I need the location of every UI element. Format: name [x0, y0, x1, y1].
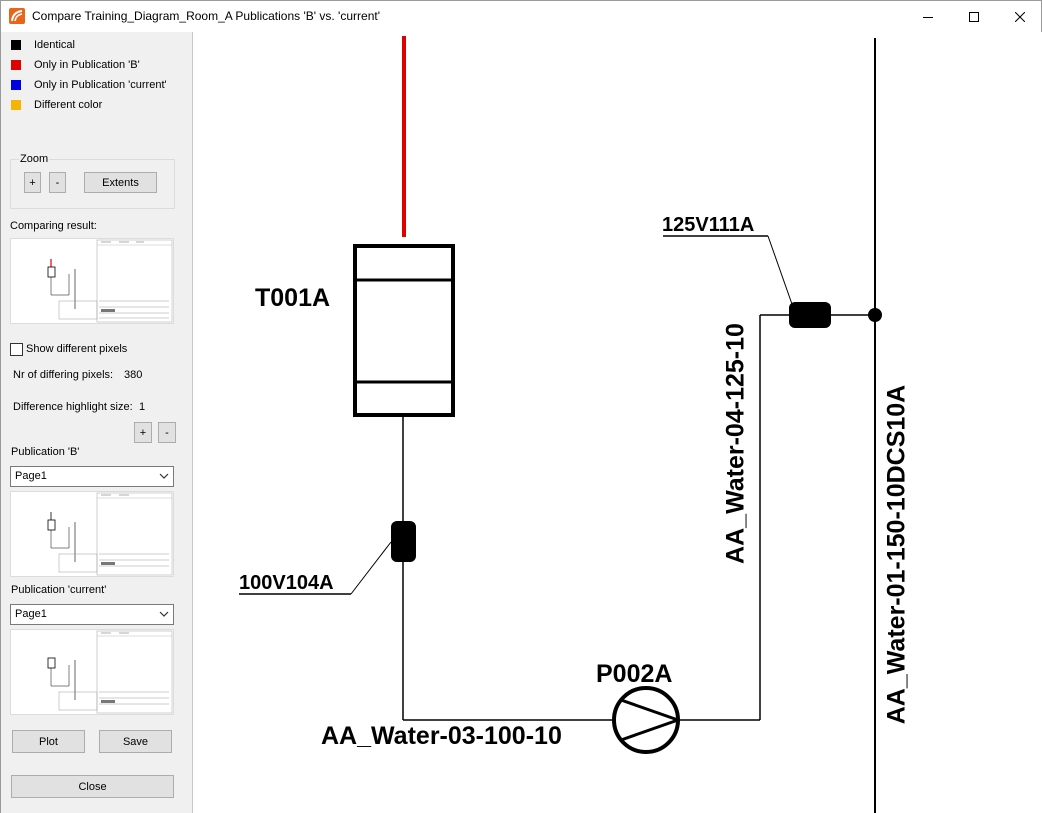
close-button[interactable]: Close	[11, 775, 174, 798]
plot-button[interactable]: Plot	[12, 730, 85, 753]
pump-symbol	[612, 686, 680, 754]
tank-symbol	[353, 244, 455, 417]
legend-label: Only in Publication 'current'	[34, 79, 167, 91]
publication-current-page-value: Page1	[15, 608, 47, 620]
publication-b-page-value: Page1	[15, 470, 47, 482]
close-icon	[1015, 11, 1025, 22]
comparing-result-thumbnail[interactable]	[10, 238, 174, 324]
publication-b-label: Publication 'B'	[11, 446, 80, 458]
junction-dot	[868, 308, 882, 322]
title-bar[interactable]: Compare Training_Diagram_Room_A Publicat…	[1, 1, 1041, 32]
publication-current-label: Publication 'current'	[11, 584, 107, 596]
valve-tag-100v104a: 100V104A	[239, 572, 334, 594]
highlight-size-value: 1	[139, 401, 146, 413]
show-different-pixels-label: Show different pixels	[26, 343, 128, 355]
legend-item-only-current: Only in Publication 'current'	[11, 77, 167, 93]
tank-tag: T001A	[255, 284, 331, 312]
save-button[interactable]: Save	[99, 730, 172, 753]
valve-tag-125v111a: 125V111A	[662, 214, 755, 236]
legend-item-identical: Identical	[11, 37, 75, 53]
legend-swatch	[11, 60, 21, 70]
highlight-increase-button[interactable]: +	[134, 422, 152, 443]
zoom-group: Zoom + - Extents	[10, 153, 175, 209]
app-logo-icon	[9, 8, 25, 24]
comparison-canvas[interactable]: T001A 125V111A 100V104A P002A AA_Water-0…	[192, 32, 1042, 813]
diagram-drawing	[239, 36, 882, 813]
legend-label: Different color	[34, 99, 103, 111]
comparing-result-label: Comparing result:	[10, 220, 97, 232]
header-line-text: AA_Water-01-150-10DCS10A	[882, 384, 911, 725]
close-window-button[interactable]	[997, 1, 1042, 32]
legend-label: Only in Publication 'B'	[34, 59, 140, 71]
legend-item-only-b: Only in Publication 'B'	[11, 57, 140, 73]
show-different-pixels-checkbox[interactable]	[10, 343, 23, 356]
zoom-out-button[interactable]: -	[49, 172, 66, 193]
zoom-extents-button[interactable]: Extents	[84, 172, 157, 193]
legend-label: Identical	[34, 39, 75, 51]
valve-symbol	[391, 521, 416, 562]
window-title: Compare Training_Diagram_Room_A Publicat…	[32, 9, 380, 23]
zoom-group-label: Zoom	[19, 153, 50, 165]
line-number-label: AA_Water-03-100-10	[321, 722, 562, 750]
differing-pixels-value: 380	[124, 369, 143, 381]
highlight-decrease-button[interactable]: -	[158, 422, 176, 443]
pump-tag: P002A	[596, 660, 673, 688]
highlight-size-label: Difference highlight size:	[13, 401, 133, 413]
chevron-down-icon	[159, 473, 169, 479]
legend-swatch	[11, 100, 21, 110]
line-number-text: AA_Water-04-125-10	[721, 323, 750, 564]
minimize-button[interactable]	[905, 1, 951, 32]
options-panel: Identical Only in Publication 'B' Only i…	[1, 32, 192, 813]
minimize-icon	[923, 16, 933, 18]
legend-item-different-color: Different color	[11, 97, 102, 113]
maximize-button[interactable]	[951, 1, 997, 32]
legend-swatch	[11, 80, 21, 90]
valve-symbol	[789, 302, 831, 328]
publication-current-page-select[interactable]: Page1	[10, 604, 174, 625]
publication-b-thumbnail[interactable]	[10, 491, 174, 577]
maximize-icon	[969, 11, 979, 22]
publication-b-page-select[interactable]: Page1	[10, 466, 174, 487]
chevron-down-icon	[159, 611, 169, 617]
publication-current-thumbnail[interactable]	[10, 629, 174, 715]
legend-swatch	[11, 40, 21, 50]
zoom-in-button[interactable]: +	[24, 172, 41, 193]
differing-pixels-label: Nr of differing pixels:	[13, 369, 114, 381]
